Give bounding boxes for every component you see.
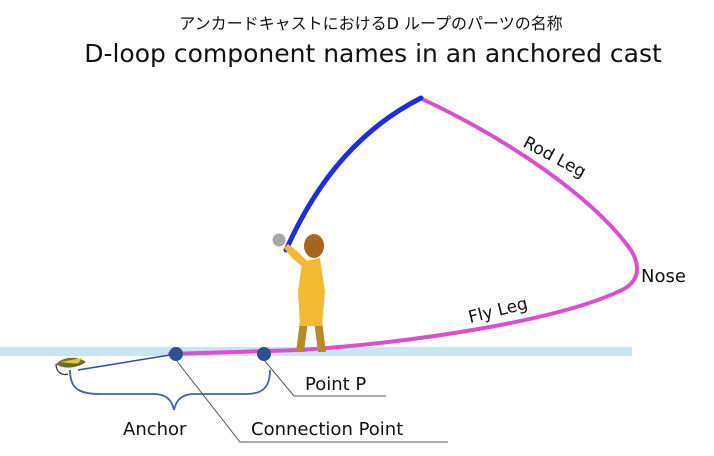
fly-line-d-loop	[168, 96, 639, 356]
water-surface	[0, 347, 632, 356]
point-p-leader	[263, 359, 386, 397]
connection-point-leader	[175, 359, 448, 443]
point-p-dot	[257, 347, 271, 361]
fly-icon	[55, 357, 86, 376]
point-p-label: Point P	[305, 374, 366, 395]
anchor-bracket	[69, 369, 271, 411]
title-english: D-loop component names in an anchored ca…	[84, 39, 662, 68]
anchor-label: Anchor	[123, 419, 187, 440]
leader-line	[77, 353, 177, 371]
rod	[283, 95, 424, 253]
title-japanese: アンカードキャストにおけるD ループのパーツの名称	[179, 14, 563, 33]
angler-figure	[272, 233, 326, 352]
connection-point-dot	[169, 347, 183, 361]
nose-label: Nose	[641, 266, 686, 287]
connection-point-label: Connection Point	[251, 419, 403, 440]
